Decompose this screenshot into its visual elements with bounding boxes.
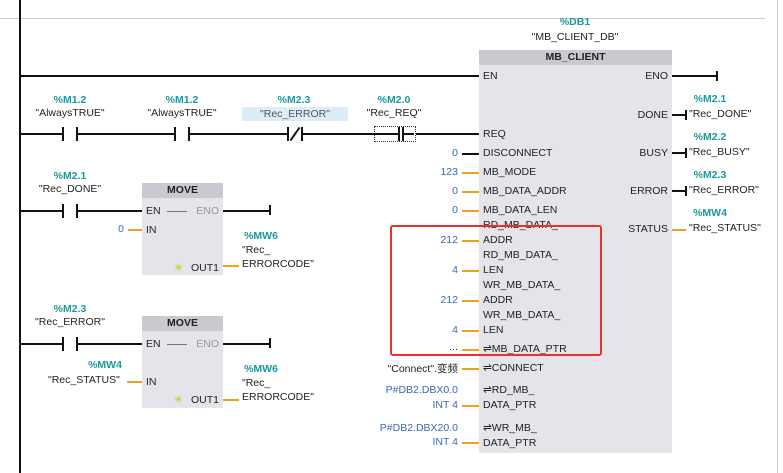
pin-disconnect: DISCONNECT [483,147,553,159]
value-rd-addr[interactable]: 212 [440,234,458,246]
pin-rd-addr-line2: ADDR [483,234,513,246]
instance-db-symbol[interactable]: "MB_CLIENT_DB" [531,31,619,43]
pin-in: IN [146,224,157,236]
instance-db-address: %DB1 [559,16,591,28]
pin-mb-data-ptr: ⇌MB_DATA_PTR [483,343,567,355]
move1-in-value[interactable]: 0 [118,223,124,235]
pin-wr-addr-line2: ADDR [483,294,513,306]
value-disconnect[interactable]: 0 [452,147,458,159]
value-mb-data-ptr[interactable]: ... [449,341,458,353]
busy-operand-symbol[interactable]: "Rec_BUSY" [689,146,750,158]
req-wire [20,133,479,135]
done-operand-symbol[interactable]: "Rec_DONE" [689,108,752,120]
operand-address: %M2.3 [53,303,87,315]
editor-border [777,0,778,473]
value-rd-ptr-line1[interactable]: P#DB2.DBX0.0 [385,384,458,396]
value-mb-mode[interactable]: 123 [440,166,458,178]
pin-wr-len-line1: WR_MB_DATA_ [483,309,561,321]
pin-rd-ptr-line1: ⇌RD_MB_ [483,384,535,396]
mb-client-block[interactable]: MB_CLIENT EN REQ DISCONNECT MB_MODE MB_D… [479,50,672,453]
operand-address: %M2.0 [377,94,411,106]
pin-rd-ptr-line2: DATA_PTR [483,399,537,411]
pin-done: DONE [637,109,668,121]
move2-in-address: %MW4 [88,359,122,371]
pin-en: EN [483,70,498,82]
pin-out1: OUT1 [190,262,219,274]
pin-connect: ⇌CONNECT [483,362,544,374]
move1-out-symbol-line2[interactable]: ERRORCODE" [242,258,314,270]
pin-out1: OUT1 [190,394,219,406]
operand-address: %M2.1 [53,170,87,182]
pin-in: IN [146,376,157,388]
block-title: MB_CLIENT [479,50,672,65]
status-operand-address: %MW4 [693,207,727,219]
pin-wr-ptr-line1: ⇌WR_MB_ [483,422,537,434]
pin-mb-data-addr: MB_DATA_ADDR [483,185,567,197]
operand-symbol: "AlwaysTRUE" [147,107,217,119]
pin-error: ERROR [630,185,668,197]
move2-out-symbol-line2[interactable]: ERRORCODE" [242,391,314,403]
value-wr-ptr-line1[interactable]: P#DB2.DBX20.0 [379,422,458,434]
done-operand-address: %M2.1 [693,93,727,105]
value-wr-addr[interactable]: 212 [440,294,458,306]
pin-wr-addr-line1: WR_MB_DATA_ [483,279,561,291]
pin-eno: ENO [645,70,668,82]
value-rd-ptr-line2[interactable]: INT 4 [432,399,458,411]
network-border [0,18,765,19]
pin-eno: ENO [196,205,219,217]
pin-rd-len-line2: LEN [483,264,504,276]
move1-out-address: %MW6 [244,230,278,242]
pin-en: EN [146,338,161,350]
block-title: MOVE [142,183,223,198]
move1-out-symbol-line1[interactable]: "Rec_ [242,244,271,256]
operand-address: %M1.2 [53,94,87,106]
pin-en: EN [146,205,161,217]
pin-req: REQ [483,128,506,140]
operand-address: %M2.3 [277,94,311,106]
pin-mb-data-len: MB_DATA_LEN [483,204,558,216]
busy-operand-address: %M2.2 [693,131,727,143]
block-title: MOVE [142,316,223,331]
operand-symbol: "Rec_ERROR" [242,107,348,121]
operand-address: %M1.2 [165,94,199,106]
pin-mb-mode: MB_MODE [483,166,537,178]
operand-symbol: "Rec_REQ" [366,107,422,119]
add-output-star-icon[interactable]: ✳ [174,394,183,406]
en-wire [20,75,479,77]
error-operand-symbol[interactable]: "Rec_ERROR" [689,184,759,196]
move-block-2[interactable]: MOVE EN ENO IN ✳ OUT1 [142,316,223,408]
pin-rd-len-line1: RD_MB_DATA_ [483,249,558,261]
operand-symbol: "Rec_DONE" [38,183,102,195]
pin-status: STATUS [628,223,668,235]
operand-symbol: "Rec_ERROR" [35,316,105,328]
value-mb-data-addr[interactable]: 0 [452,185,458,197]
pin-busy: BUSY [639,147,668,159]
pin-eno: ENO [196,338,219,350]
power-rail[interactable] [19,0,21,473]
move2-in-symbol[interactable]: "Rec_STATUS" [48,374,120,386]
pin-wr-ptr-line2: DATA_PTR [483,437,537,449]
error-operand-address: %M2.3 [693,169,727,181]
value-rd-len[interactable]: 4 [452,264,458,276]
pin-wr-len-line2: LEN [483,324,504,336]
value-connect[interactable]: "Connect".变频 [387,363,458,375]
value-mb-data-len[interactable]: 0 [452,204,458,216]
move2-out-address: %MW6 [244,363,278,375]
add-output-star-icon[interactable]: ✳ [174,262,183,274]
value-wr-len[interactable]: 4 [452,324,458,336]
move2-out-symbol-line1[interactable]: "Rec_ [242,377,271,389]
status-operand-symbol[interactable]: "Rec_STATUS" [689,222,761,234]
move-block-1[interactable]: MOVE EN ENO IN ✳ OUT1 [142,183,223,275]
value-wr-ptr-line2[interactable]: INT 4 [432,436,458,448]
operand-symbol: "AlwaysTRUE" [35,107,105,119]
highlight-box [390,225,602,356]
